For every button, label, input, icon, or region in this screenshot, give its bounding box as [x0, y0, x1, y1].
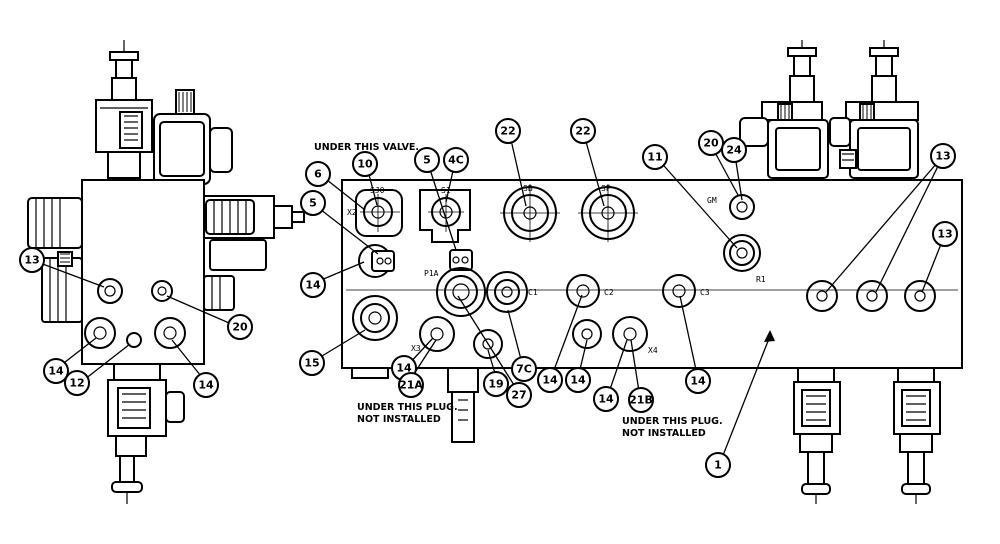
svg-text:14: 14	[570, 374, 586, 387]
right-bottom-valves	[793, 367, 941, 504]
right-top-valves	[739, 40, 919, 179]
svg-text:19: 19	[488, 378, 503, 391]
lower-row-ports	[352, 295, 648, 359]
note-under-valve: UNDER THIS VALVE.	[314, 142, 419, 153]
main-front-view	[341, 40, 963, 504]
left-top-adjuster	[95, 40, 153, 179]
callout-14-x4: 14	[593, 386, 619, 412]
port-label-sj0: SJ0	[370, 186, 385, 195]
center-lines	[346, 184, 958, 291]
svg-text:7C: 7C	[516, 363, 532, 376]
callout-21a: 21A	[398, 372, 424, 398]
port-label-p1a: P1A	[424, 269, 439, 278]
svg-text:22: 22	[500, 125, 515, 138]
left-block-ports	[84, 278, 186, 349]
port-label-c3: C3	[700, 288, 710, 297]
left-manifold-block	[81, 179, 205, 365]
svg-text:20: 20	[703, 137, 719, 150]
callout-27: 27	[506, 382, 532, 408]
callout-22-b: 22	[570, 118, 596, 144]
svg-text:12: 12	[69, 377, 84, 390]
svg-text:14: 14	[690, 375, 706, 388]
svg-text:24: 24	[726, 144, 742, 157]
note-plug-b-line1: UNDER THIS PLUG.	[622, 416, 723, 427]
callout-12: 12	[64, 370, 90, 396]
callout-22-a: 22	[495, 118, 521, 144]
note-plug-a-line1: UNDER THIS PLUG.	[357, 402, 458, 413]
callout-14-c3: 14	[685, 368, 711, 394]
port-label-sb: SB	[523, 184, 533, 193]
port-label-gm: GM	[707, 196, 717, 205]
callout-14-mid: 14	[300, 272, 326, 298]
left-right-fittings	[203, 195, 305, 311]
svg-text:5: 5	[309, 197, 317, 210]
svg-text:27: 27	[511, 389, 526, 402]
callout-4c: 4C	[443, 147, 469, 173]
svg-text:6: 6	[314, 168, 322, 181]
port-label-x3: X3	[411, 344, 421, 353]
svg-text:22: 22	[575, 125, 590, 138]
note-plug-b-line2: NOT INSTALLED	[622, 428, 706, 439]
left-bottom-valve	[107, 363, 185, 504]
callout-1: 1	[705, 452, 731, 478]
note-plug-a-line2: NOT INSTALLED	[357, 414, 441, 425]
callout-10: 10	[352, 151, 378, 177]
svg-text:10: 10	[357, 158, 373, 171]
svg-text:13: 13	[935, 150, 950, 163]
svg-text:21B: 21B	[629, 394, 653, 407]
callout-13-left: 13	[19, 247, 45, 273]
callout-6: 6	[305, 161, 331, 187]
left-fittings	[27, 197, 83, 323]
svg-text:14: 14	[396, 362, 412, 375]
port-label-x2: X2	[347, 208, 357, 217]
svg-text:14: 14	[48, 365, 64, 378]
svg-text:13: 13	[24, 254, 39, 267]
svg-text:14: 14	[305, 279, 321, 292]
svg-text:11: 11	[647, 151, 662, 164]
callout-5-b: 5	[414, 147, 440, 173]
callout-5-a: 5	[300, 190, 326, 216]
callout-11: 11	[642, 144, 668, 170]
callout-19: 19	[483, 371, 509, 397]
callout-7c: 7C	[511, 356, 537, 382]
middle-row-ports	[358, 244, 936, 317]
svg-text:1: 1	[714, 459, 722, 472]
arrow-head-1	[764, 330, 775, 342]
svg-text:14: 14	[542, 374, 558, 387]
port-labels: X2 SJ0 S1 SB SP GM R1 P1A C1 C2 C3 X3 X4	[347, 184, 766, 355]
port-label-sp: SP	[601, 184, 611, 193]
callout-14-left-b: 14	[193, 372, 219, 398]
callout-21b: 21B	[628, 387, 654, 413]
svg-text:13: 13	[937, 228, 952, 241]
callout-24: 24	[721, 137, 747, 163]
callout-15: 15	[299, 350, 325, 376]
svg-text:20: 20	[232, 321, 248, 334]
callout-13-right-b: 13	[932, 221, 958, 247]
svg-text:15: 15	[304, 357, 319, 370]
svg-text:14: 14	[198, 379, 214, 392]
callout-14-c2a: 14	[537, 367, 563, 393]
svg-text:14: 14	[598, 393, 614, 406]
svg-text:5: 5	[423, 154, 431, 167]
callout-14-left-a: 14	[43, 358, 69, 384]
port-label-s1: S1	[441, 186, 451, 195]
port-label-c1: C1	[528, 288, 538, 297]
port-label-r1: R1	[756, 275, 766, 284]
callout-20-right: 20	[698, 130, 724, 156]
callout-14-c2b: 14	[565, 367, 591, 393]
callout-20-left: 20	[227, 314, 253, 340]
svg-text:21A: 21A	[399, 379, 423, 392]
notes: UNDER THIS VALVE. UNDER THIS PLUG. NOT I…	[314, 142, 723, 439]
port-label-x4: X4	[648, 346, 658, 355]
port-label-c2: C2	[604, 288, 614, 297]
callout-13-right-a: 13	[930, 143, 956, 169]
svg-text:4C: 4C	[448, 154, 464, 167]
main-bottom-parts	[351, 367, 479, 443]
left-side-view	[27, 40, 305, 504]
left-top-solenoid	[153, 89, 233, 185]
